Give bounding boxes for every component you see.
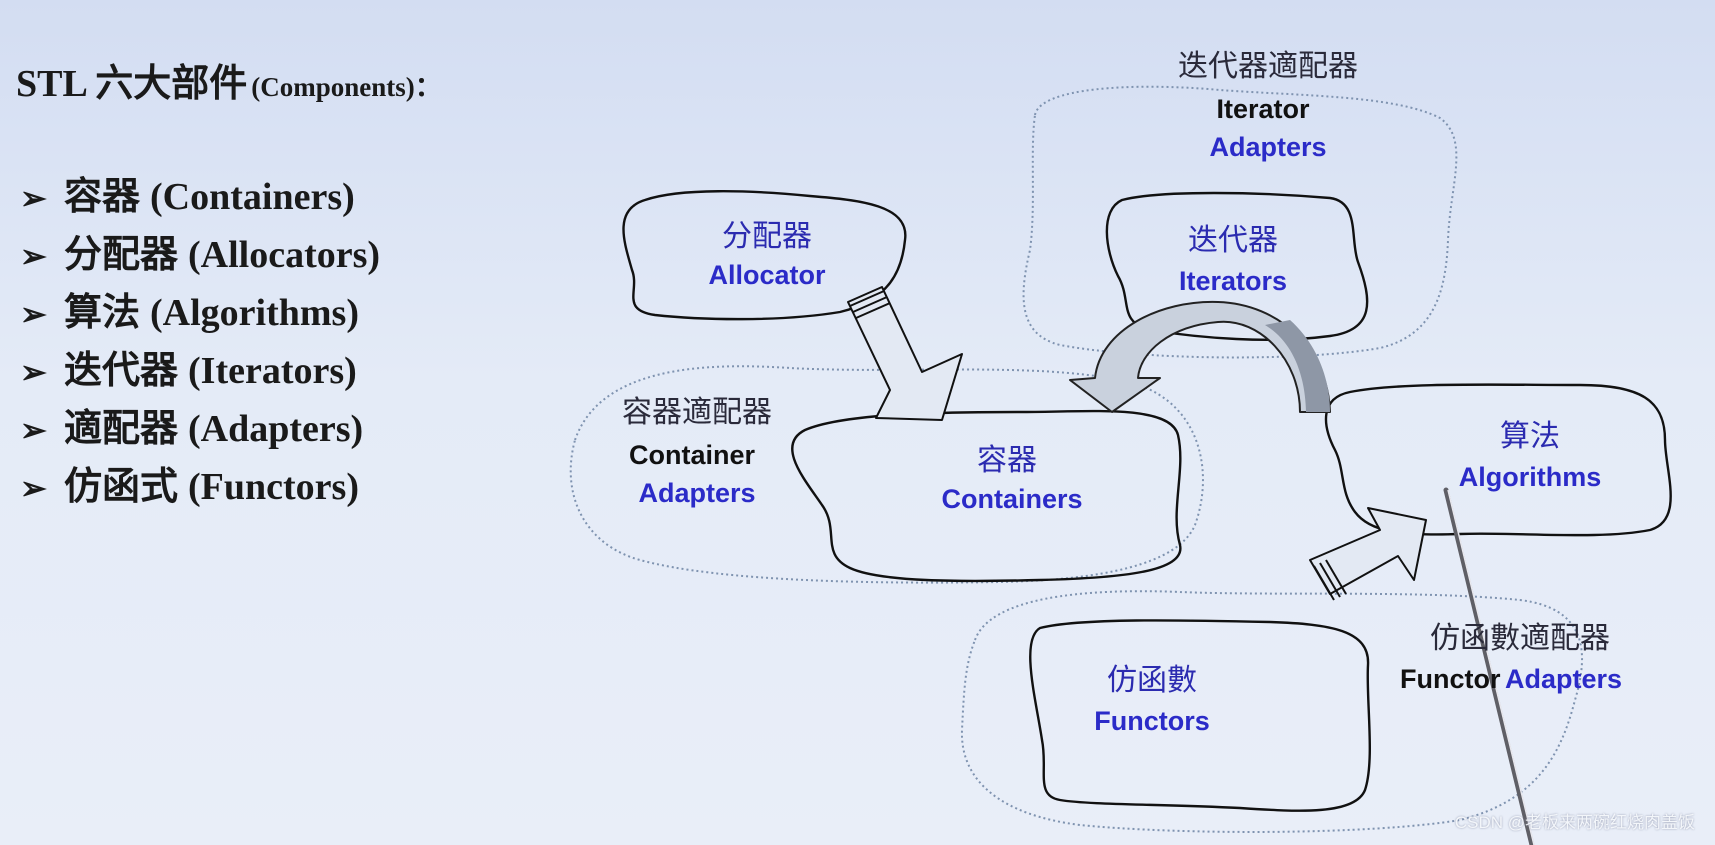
list-item-en: (Iterators) <box>188 350 357 392</box>
list-item: ➢ 適配器(Adapters) <box>20 397 380 455</box>
list-item-zh: 迭代器 <box>64 350 179 392</box>
containers-en-label: Containers <box>941 484 1083 514</box>
watermark-text: CSDN @老板来两碗红烧肉盖饭 <box>1454 813 1695 832</box>
container-adapters-en-label-2: Adapters <box>638 478 756 508</box>
functor-adapters-en-label: Functor Adapters <box>1400 664 1622 695</box>
functor-adapters-zh-label: 仿函數適配器 <box>1430 621 1610 656</box>
bullet-arrow-icon: ➢ <box>20 296 47 332</box>
list-item-en: (Functors) <box>188 466 359 508</box>
bullet-arrow-icon: ➢ <box>20 180 47 216</box>
algorithms-cloud <box>1324 383 1672 537</box>
list-item-en: (Containers) <box>150 176 355 218</box>
list-item-zh: 分配器 <box>64 234 179 276</box>
iterators-en-label: Iterators <box>1178 266 1288 296</box>
list-item-en: (Allocators) <box>188 234 381 276</box>
functors-en-label: Functors <box>1094 706 1210 736</box>
functor-adapters-cloud <box>960 590 1584 833</box>
list-item: ➢ 迭代器(Iterators) <box>20 339 380 397</box>
slide-title: STL 六大部件 (Components)： <box>16 52 442 107</box>
allocator-to-containers-arrow <box>847 286 963 421</box>
bullet-arrow-icon: ➢ <box>20 412 47 448</box>
list-item-zh: 算法 <box>64 292 141 334</box>
allocator-cloud <box>622 190 907 321</box>
list-item-zh: 容器 <box>64 176 141 218</box>
pointer-stick <box>1443 487 1535 845</box>
list-item: ➢ 容器(Containers) <box>20 165 380 223</box>
algorithms-en-label: Algorithms <box>1458 462 1602 492</box>
containers-cloud <box>791 409 1182 583</box>
iterators-zh-label: 迭代器 <box>1188 223 1278 258</box>
bullet-arrow-icon: ➢ <box>20 354 47 390</box>
iterator-adapters-cloud <box>1022 85 1458 359</box>
functors-zh-label: 仿函數 <box>1107 663 1197 698</box>
iterators-cloud <box>1105 191 1369 341</box>
allocator-zh-label: 分配器 <box>722 219 812 254</box>
list-item-zh: 仿函式 <box>64 466 179 508</box>
iterator-adapters-en-label-2: Adapters <box>1209 132 1327 162</box>
iterator-adapters-en-label-1: Iterator <box>1216 94 1310 124</box>
functor-adapters-en-label-2: Adapters <box>1504 664 1622 694</box>
container-adapters-zh-label: 容器適配器 <box>622 395 772 430</box>
list-item-en: (Algorithms) <box>150 292 359 334</box>
iterator-adapters-zh-label: 迭代器適配器 <box>1178 49 1358 84</box>
components-list: ➢ 容器(Containers) ➢ 分配器(Allocators) ➢ 算法(Alg… <box>20 165 380 513</box>
list-item: ➢ 仿函式(Functors) <box>20 455 380 513</box>
list-item: ➢ 算法(Algorithms) <box>20 281 380 339</box>
functor-adapters-en-label-1: Functor <box>1400 664 1501 694</box>
container-adapters-en-label-1: Container <box>628 440 756 470</box>
list-item-zh: 適配器 <box>64 408 179 450</box>
functors-to-algorithms-arrow <box>1309 507 1427 601</box>
bullet-arrow-icon: ➢ <box>20 238 47 274</box>
algorithms-zh-label: 算法 <box>1500 419 1560 454</box>
functors-cloud <box>1029 619 1371 812</box>
bullet-arrow-icon: ➢ <box>20 470 47 506</box>
list-item: ➢ 分配器(Allocators) <box>20 223 380 281</box>
allocator-en-label: Allocator <box>708 260 826 290</box>
iterators-containers-curved-arrow <box>1069 300 1331 413</box>
title-prefix: STL 六大部件 <box>16 63 248 105</box>
containers-zh-label: 容器 <box>977 443 1037 478</box>
list-item-en: (Adapters) <box>188 408 364 450</box>
title-suffix: (Components)： <box>251 72 442 102</box>
container-adapters-cloud <box>569 365 1204 584</box>
